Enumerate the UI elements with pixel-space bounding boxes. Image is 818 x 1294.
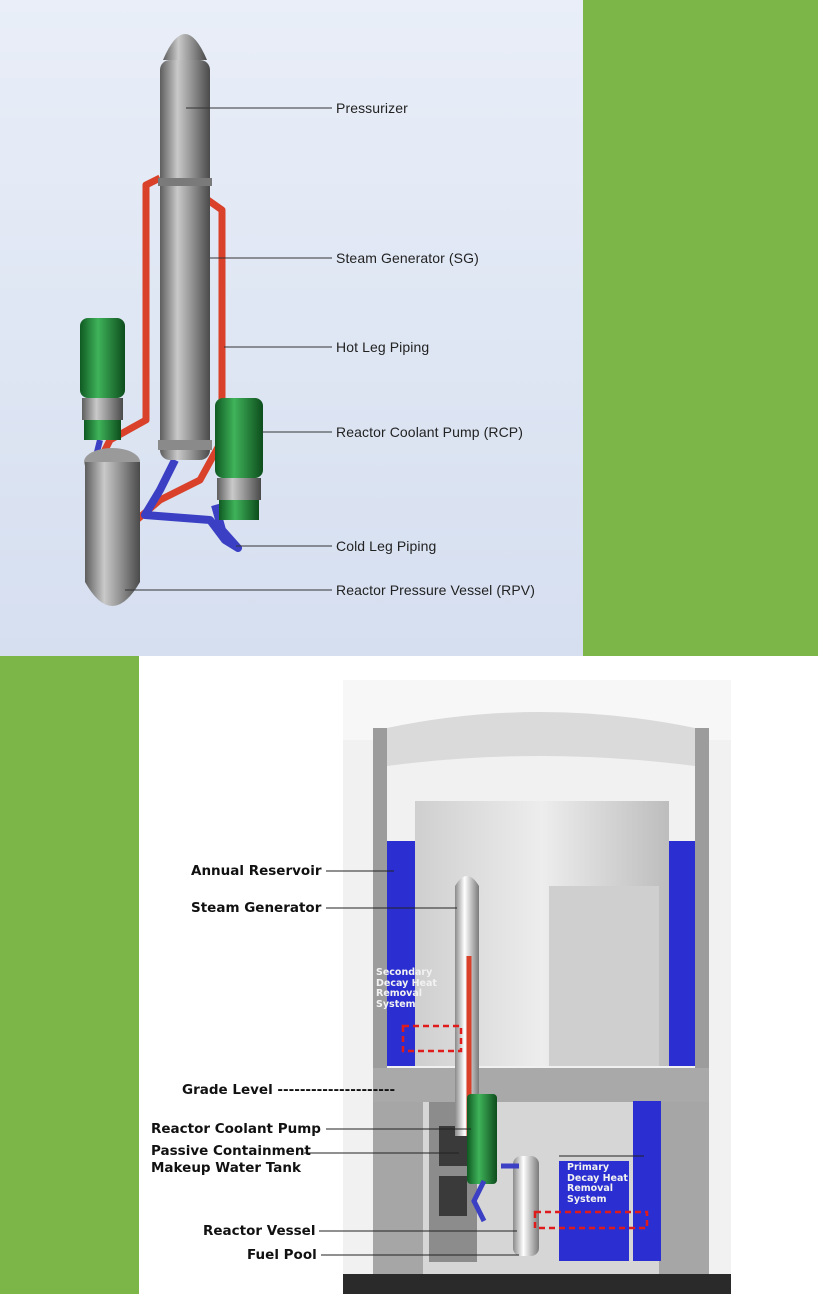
reactor-coolant-pump [467, 1094, 497, 1184]
bedrock [343, 1274, 731, 1294]
label-reactor-coolant-pump: Reactor Coolant Pump [151, 1121, 321, 1137]
label-reactor-pressure-vessel: Reactor Pressure Vessel (RPV) [336, 582, 535, 598]
reactor-coolant-pump-left [80, 318, 125, 398]
pressurizer-dome [163, 34, 207, 60]
label-cold-leg-piping: Cold Leg Piping [336, 538, 437, 554]
reactor-vessel [513, 1156, 539, 1256]
label-fuel-pool: Fuel Pool [247, 1247, 317, 1263]
label-pressurizer: Pressurizer [336, 100, 408, 116]
label-pcmwt-line1: Passive Containment [151, 1143, 311, 1159]
label-reactor-vessel: Reactor Vessel [203, 1223, 316, 1239]
label-secondary-dhr: Secondary Decay Heat Removal System [376, 967, 437, 1010]
steam-generator-vessel [160, 60, 210, 460]
label-reactor-coolant-pump: Reactor Coolant Pump (RCP) [336, 424, 523, 440]
label-grade-level: Grade Level --------------------- [182, 1082, 396, 1098]
cold-leg-pipe [141, 458, 242, 552]
label-annual-reservoir: Annual Reservoir [191, 863, 322, 879]
reactor-coolant-pump-right [215, 398, 263, 478]
label-pcmwt-line2: Makeup Water Tank [151, 1160, 301, 1176]
loop-layout-panel: Pressurizer Steam Generator (SG) Hot Leg… [0, 0, 583, 656]
label-steam-generator: Steam Generator (SG) [336, 250, 479, 266]
reactor-pressure-vessel [85, 462, 140, 582]
secondary-dhr-box [401, 1024, 463, 1053]
loop-layout-illustration [80, 34, 332, 606]
annual-reservoir [387, 841, 415, 1066]
primary-dhr-box [533, 1210, 649, 1230]
integral-layout-illustration [304, 680, 731, 1294]
label-steam-generator: Steam Generator [191, 900, 322, 916]
integral-layout-panel: Annual Reservoir Steam Generator Seconda… [139, 656, 818, 1294]
label-hot-leg-piping: Hot Leg Piping [336, 339, 430, 355]
label-primary-dhr: Primary Decay Heat Removal System [567, 1162, 628, 1205]
